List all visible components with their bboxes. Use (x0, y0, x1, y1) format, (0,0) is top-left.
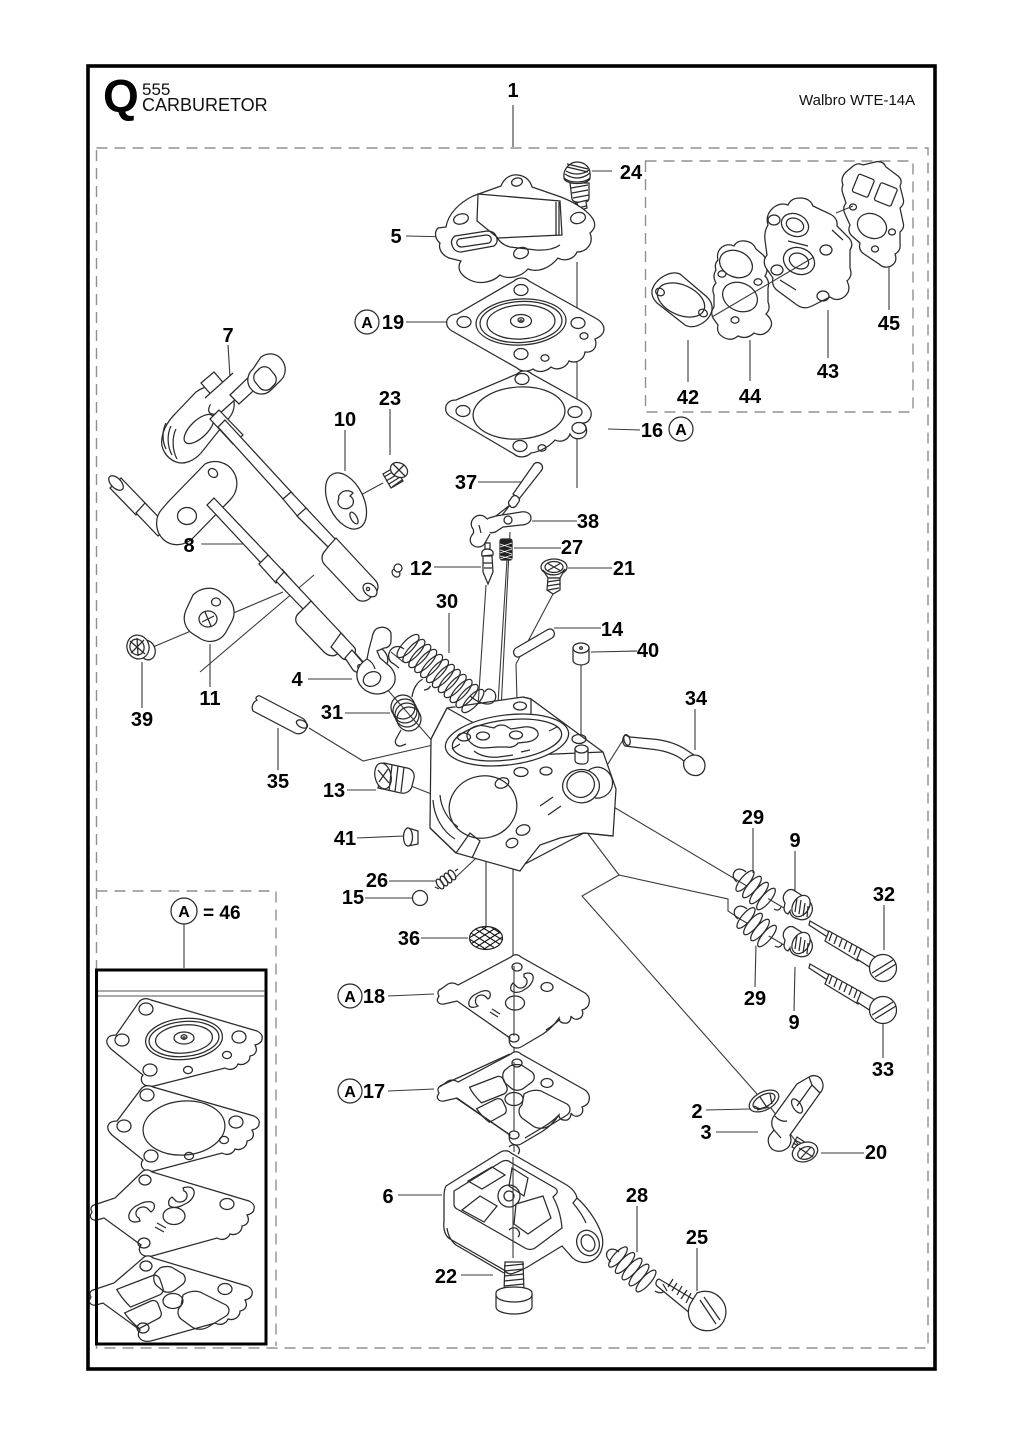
svg-text:37: 37 (455, 472, 477, 494)
svg-text:A: A (675, 422, 687, 439)
svg-text:32: 32 (873, 884, 895, 906)
svg-text:A: A (178, 904, 190, 921)
svg-text:39: 39 (131, 709, 153, 731)
svg-text:38: 38 (577, 511, 599, 533)
svg-text:42: 42 (677, 387, 699, 409)
svg-text:44: 44 (739, 386, 762, 408)
svg-text:20: 20 (865, 1142, 887, 1164)
svg-text:Walbro WTE-14A: Walbro WTE-14A (799, 92, 915, 109)
svg-text:11: 11 (199, 688, 220, 710)
svg-text:16: 16 (641, 420, 663, 442)
svg-text:31: 31 (321, 702, 343, 724)
svg-text:18: 18 (363, 986, 385, 1008)
svg-text:27: 27 (561, 537, 583, 559)
svg-text:3: 3 (700, 1122, 711, 1144)
svg-text:= 46: = 46 (203, 903, 241, 924)
svg-text:CARBURETOR: CARBURETOR (142, 95, 268, 115)
svg-text:A: A (344, 989, 356, 1006)
svg-text:22: 22 (435, 1266, 457, 1288)
svg-text:A: A (344, 1084, 356, 1101)
svg-text:29: 29 (744, 988, 766, 1010)
svg-text:26: 26 (366, 870, 388, 892)
svg-text:45: 45 (878, 313, 900, 335)
svg-text:40: 40 (637, 640, 659, 662)
svg-text:30: 30 (436, 591, 458, 613)
svg-text:12: 12 (410, 558, 432, 580)
svg-text:555: 555 (142, 80, 170, 99)
svg-text:5: 5 (390, 226, 401, 248)
svg-text:34: 34 (685, 688, 708, 710)
svg-text:6: 6 (382, 1186, 393, 1208)
svg-text:9: 9 (789, 830, 800, 852)
svg-text:A: A (361, 315, 373, 332)
svg-text:21: 21 (613, 558, 635, 580)
svg-text:9: 9 (788, 1012, 799, 1034)
svg-text:7: 7 (222, 325, 233, 347)
svg-text:Q: Q (103, 70, 139, 122)
svg-text:13: 13 (323, 780, 345, 802)
svg-text:4: 4 (291, 669, 303, 691)
svg-text:1: 1 (507, 80, 518, 102)
svg-text:43: 43 (817, 361, 839, 383)
svg-text:36: 36 (398, 928, 420, 950)
svg-text:15: 15 (342, 887, 364, 909)
svg-text:25: 25 (686, 1227, 708, 1249)
svg-text:28: 28 (626, 1185, 648, 1207)
svg-text:33: 33 (872, 1059, 894, 1081)
svg-text:24: 24 (620, 162, 643, 184)
svg-text:2: 2 (691, 1101, 702, 1123)
svg-text:10: 10 (334, 409, 356, 431)
svg-text:29: 29 (742, 807, 764, 829)
svg-text:35: 35 (267, 771, 289, 793)
svg-text:23: 23 (379, 388, 401, 410)
svg-text:41: 41 (334, 828, 356, 850)
svg-text:8: 8 (183, 535, 194, 557)
svg-text:19: 19 (382, 312, 404, 334)
svg-text:17: 17 (363, 1081, 385, 1103)
svg-text:14: 14 (601, 619, 624, 641)
